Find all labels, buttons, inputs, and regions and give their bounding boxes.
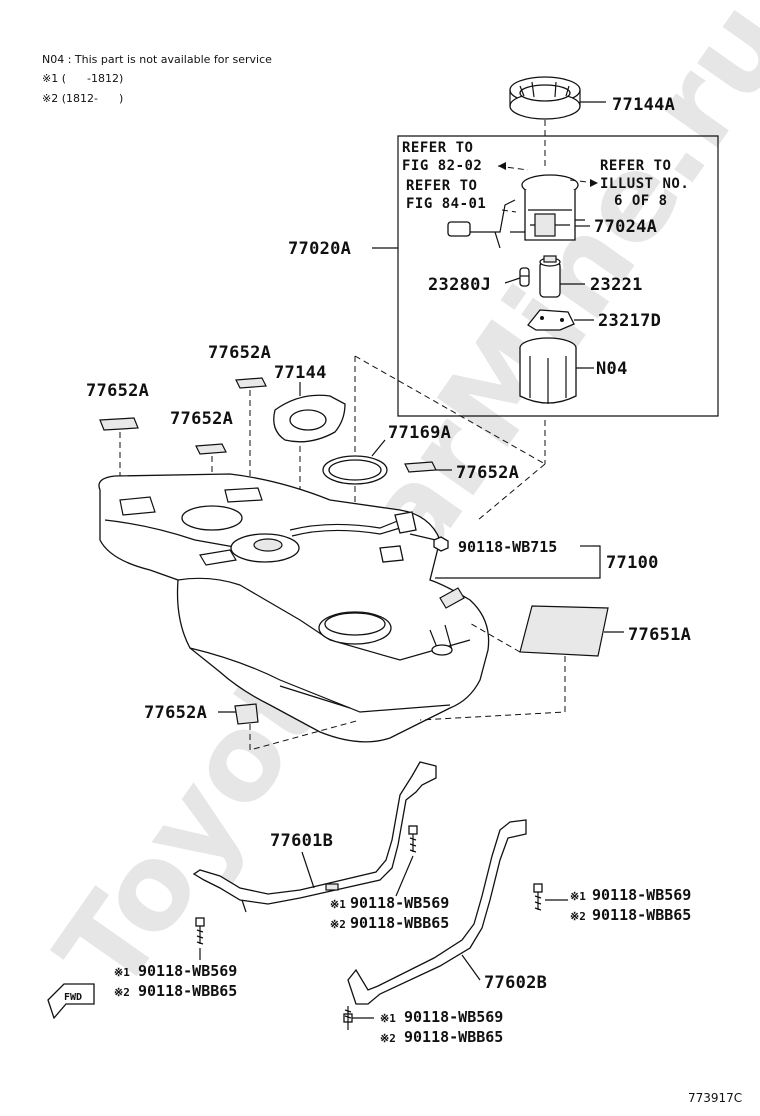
gasket-ring-part	[322, 455, 388, 485]
bolt-right-value1: 90118-WB569	[592, 886, 691, 904]
filter-cup-part	[519, 337, 577, 404]
fuel-pump-part	[539, 255, 561, 298]
dash-pad-bottom	[249, 719, 361, 751]
strap-77602B-part	[347, 819, 527, 1005]
arrow-82	[498, 162, 506, 170]
nut-90118-WB715-part	[433, 536, 449, 552]
dash-guide-3	[477, 463, 546, 521]
leader-77602B	[461, 954, 481, 981]
label-77652A-left: 77652A	[86, 381, 149, 401]
label-77652A-right: 77652A	[456, 463, 519, 483]
bolt-right-mark2: ※2	[570, 910, 586, 923]
bolt-bottom	[343, 1006, 353, 1030]
dash-protector-2	[419, 656, 566, 721]
leader-77100-bracket	[435, 545, 601, 579]
arrow-illust	[590, 179, 598, 187]
pad-77652A-left	[99, 417, 139, 431]
pad-77652A-mid	[195, 443, 227, 455]
label-77100: 77100	[606, 553, 659, 573]
bolt-left-value1: 90118-WB569	[138, 962, 237, 980]
label-23280J: 23280J	[428, 275, 491, 295]
label-77652A-top: 77652A	[208, 343, 271, 363]
label-23217D: 23217D	[598, 311, 661, 331]
small-part-23280J	[519, 267, 530, 287]
refer-fig84-line2: FIG 84-01	[406, 196, 486, 212]
pad-77652A-right	[404, 461, 437, 473]
leader-77169A	[371, 439, 386, 457]
bolt-center-mark1: ※1	[330, 898, 346, 911]
bolt-left-mark2: ※2	[114, 986, 130, 999]
bolt-right-value2: 90118-WBB65	[592, 906, 691, 924]
strap-77601B-part	[192, 761, 437, 913]
label-90118-WB715: 90118-WB715	[458, 538, 557, 556]
pad-77652A-top	[235, 377, 267, 389]
fwd-arrow-icon: FWD	[47, 983, 95, 1020]
label-77651A: 77651A	[628, 625, 691, 645]
label-N04: N04	[596, 359, 628, 379]
bolt-left-mark1: ※1	[114, 966, 130, 979]
bolt-center	[408, 825, 418, 853]
bolt-center-value1: 90118-WB569	[350, 894, 449, 912]
fuel-tank-body	[98, 473, 490, 743]
refer-illust-line2: ILLUST NO.	[600, 176, 689, 192]
pump-assembly-box	[397, 135, 719, 417]
sender-float-part	[447, 199, 516, 249]
bolt-bottom-mark1: ※1	[380, 1012, 396, 1025]
retainer-ring-part	[509, 76, 581, 120]
gasket-plate-part	[273, 394, 346, 443]
bolt-left	[195, 917, 205, 945]
protector-77651A-part	[519, 605, 609, 657]
label-77652A-bottom: 77652A	[144, 703, 207, 723]
svg-text:FWD: FWD	[64, 992, 82, 1003]
label-77144: 77144	[274, 363, 327, 383]
note-mark2: ※2 (1812- )	[42, 92, 123, 105]
label-77652A-mid: 77652A	[170, 409, 233, 429]
bolt-bottom-value2: 90118-WBB65	[404, 1028, 503, 1046]
bolt-bottom-value1: 90118-WB569	[404, 1008, 503, 1026]
dash-guide-1	[354, 355, 546, 465]
label-77144A: 77144A	[612, 95, 675, 115]
label-77601B: 77601B	[270, 831, 333, 851]
leader-bolt-center	[395, 855, 414, 897]
leader-77601B	[301, 851, 315, 889]
bolt-center-value2: 90118-WBB65	[350, 914, 449, 932]
refer-fig84-line1: REFER TO	[406, 178, 477, 194]
refer-illust-line3: 6 OF 8	[614, 193, 668, 209]
leader-23280J	[504, 277, 521, 284]
label-23221: 23221	[590, 275, 643, 295]
note-mark1: ※1 ( -1812)	[42, 72, 123, 85]
figure-id: 773917C	[688, 1091, 742, 1105]
dash-protector	[467, 621, 521, 653]
refer-fig82-line1: REFER TO	[402, 140, 473, 156]
label-77602B: 77602B	[484, 973, 547, 993]
label-77020A: 77020A	[288, 239, 351, 259]
bolt-right-mark1: ※1	[570, 890, 586, 903]
dash-refer-84	[501, 209, 517, 213]
fuel-pump-assembly-part	[510, 174, 585, 241]
bolt-left-value2: 90118-WBB65	[138, 982, 237, 1000]
label-77024A: 77024A	[594, 217, 657, 237]
pad-77652A-bottom	[234, 703, 259, 725]
bolt-right	[533, 883, 543, 911]
refer-fig82-line2: FIG 82-02	[402, 158, 482, 174]
label-77169A: 77169A	[388, 423, 451, 443]
bolt-bottom-mark2: ※2	[380, 1032, 396, 1045]
refer-illust-line1: REFER TO	[600, 158, 671, 174]
bolt-center-mark2: ※2	[330, 918, 346, 931]
note-n04: N04 : This part is not available for ser…	[42, 53, 272, 66]
pump-bracket-part	[527, 309, 575, 331]
